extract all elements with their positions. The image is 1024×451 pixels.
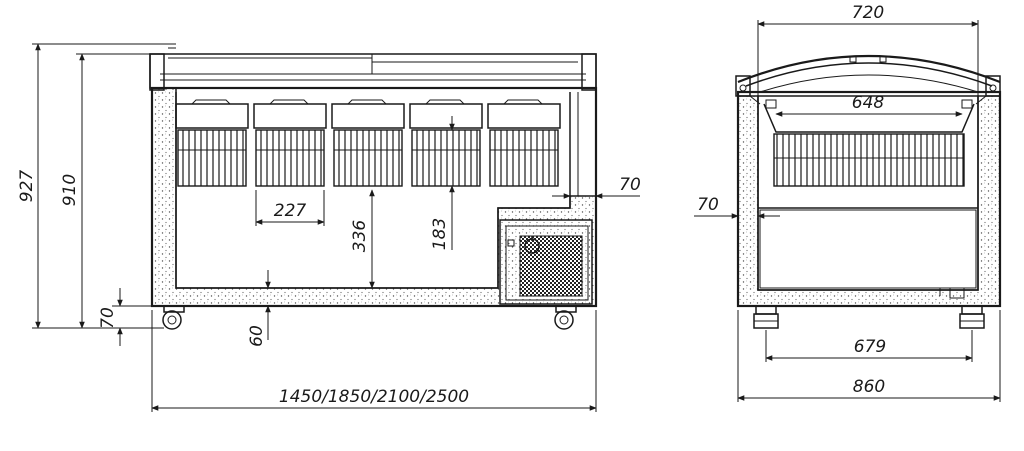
basket-4 xyxy=(409,99,483,187)
dim-wheel-height-label: 70 xyxy=(98,307,118,329)
dim-height-overall: 927 xyxy=(17,43,176,329)
front-view: 927 910 70 60 227 xyxy=(17,43,641,412)
side-basket xyxy=(763,99,975,187)
dim-bottom-gap-label: 60 xyxy=(247,325,267,347)
dim-wall-thickness-side: 70 xyxy=(694,195,780,219)
dim-basket-depth: 183 xyxy=(430,116,455,250)
dim-lid-width: 720 xyxy=(757,3,979,96)
basket-3 xyxy=(331,99,405,187)
front-wheel-left xyxy=(162,305,185,330)
dim-wall-thickness-front: 70 xyxy=(552,175,641,199)
dim-wheel-height: 70 xyxy=(98,288,152,346)
front-baskets xyxy=(175,99,561,187)
side-foot-left xyxy=(753,305,779,329)
dim-length-label: 1450/1850/2100/2500 xyxy=(279,387,469,407)
side-body-outline xyxy=(736,90,1002,308)
compressor-compartment xyxy=(499,219,593,305)
dim-length: 1450/1850/2100/2500 xyxy=(151,310,597,412)
side-view: 720 648 70 679 860 xyxy=(694,3,1002,402)
compressor-grill xyxy=(519,235,583,297)
dim-overall-width-label: 860 xyxy=(853,377,885,397)
dim-height-body-label: 910 xyxy=(60,174,80,206)
dim-interior-depth: 336 xyxy=(350,189,375,289)
basket-5 xyxy=(487,99,561,187)
dim-height-body: 910 xyxy=(60,53,150,329)
dim-wheel-track: 679 xyxy=(765,330,973,362)
dim-wheel-track-label: 679 xyxy=(854,337,886,357)
front-wheel-right xyxy=(554,305,577,330)
dim-lid-width-label: 720 xyxy=(852,3,884,23)
basket-2 xyxy=(253,99,327,187)
dim-bottom-gap: 60 xyxy=(247,270,271,347)
side-insulation-wall xyxy=(737,95,1001,307)
side-foot-right xyxy=(959,305,985,329)
dim-height-overall-label: 927 xyxy=(17,170,37,203)
dim-wall-thickness-front-label: 70 xyxy=(619,175,641,195)
dim-side-basket-width: 648 xyxy=(775,93,963,117)
side-lid xyxy=(735,54,1001,105)
dim-side-basket-width-label: 648 xyxy=(852,93,885,113)
front-lid xyxy=(149,47,597,91)
dim-basket-width: 227 xyxy=(255,190,325,226)
dim-basket-width-label: 227 xyxy=(274,201,307,221)
dim-basket-depth-label: 183 xyxy=(430,218,450,250)
front-inner-outline xyxy=(175,92,571,289)
dim-overall-width: 860 xyxy=(737,310,1001,402)
dim-wall-thickness-side-label: 70 xyxy=(697,195,719,215)
basket-1 xyxy=(175,99,249,187)
dim-interior-depth-label: 336 xyxy=(350,220,370,253)
